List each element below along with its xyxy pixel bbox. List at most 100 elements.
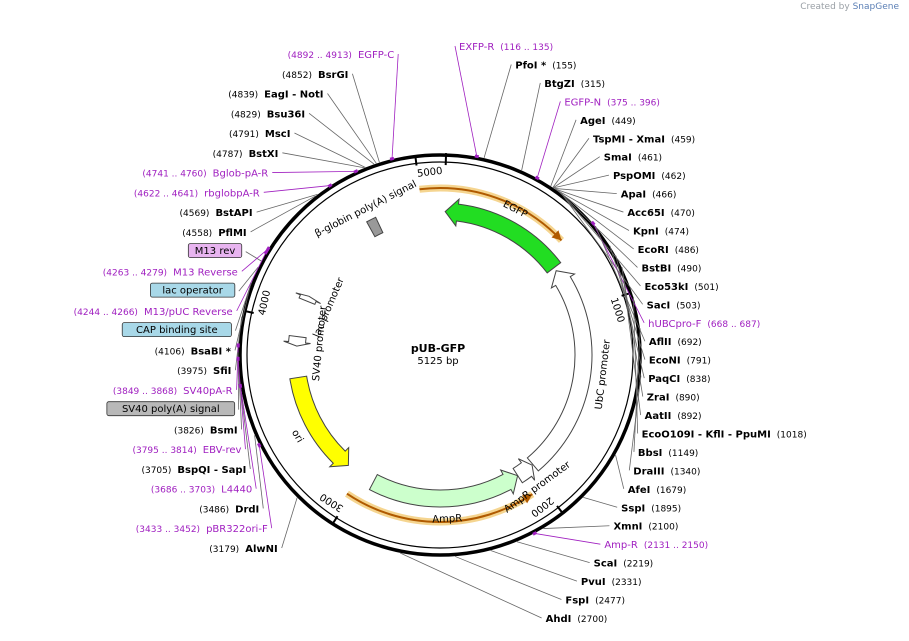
enzyme-site-label: (4787)BstXI xyxy=(213,149,279,160)
feature-box-label-bg xyxy=(150,282,236,298)
leader-line xyxy=(621,267,644,397)
site-name: Bsu36I xyxy=(267,109,305,120)
site-name: DraIII xyxy=(633,466,664,477)
enzyme-site-label: AhdI (2700) xyxy=(546,614,608,625)
site-name: MscI xyxy=(265,129,291,140)
enzyme-site-label: (3486)DrdI xyxy=(199,504,259,515)
site-position: (892) xyxy=(677,412,701,422)
site-name: SacI xyxy=(647,300,671,311)
site-position: (470) xyxy=(671,209,695,219)
site-name: PflMI xyxy=(218,228,246,239)
leader-line xyxy=(550,119,577,187)
site-name: AhdI xyxy=(546,614,572,625)
leader-lines-layer xyxy=(234,45,646,619)
site-position: (1895) xyxy=(651,504,681,514)
site-name: EBV-rev xyxy=(203,445,242,456)
primer-site-label: (4622 .. 4641)rbglobpA-R xyxy=(134,188,260,199)
site-name: BstAPI xyxy=(215,208,252,219)
site-position: (4244 .. 4266) xyxy=(74,308,138,318)
site-position: (503) xyxy=(676,301,700,311)
site-name: EGFP-C xyxy=(358,50,394,61)
feature-arrow-ampr-promoter xyxy=(512,458,536,484)
enzyme-site-label: (4829)Bsu36I xyxy=(231,109,305,120)
primer-site-mark xyxy=(590,220,596,226)
site-name: Amp-R xyxy=(604,540,638,551)
site-name: AlwNI xyxy=(245,544,278,555)
leader-line xyxy=(628,375,642,471)
site-name: SspI xyxy=(621,503,645,514)
leader-line xyxy=(282,152,365,169)
enzyme-site-label: (3826)BsmI xyxy=(174,425,238,436)
leader-line xyxy=(254,435,264,509)
enzyme-site-label: PvuI (2331) xyxy=(581,577,642,588)
feature-box-label: lac operator xyxy=(162,286,223,297)
site-position: (3686 .. 3703) xyxy=(151,486,215,496)
leader-line xyxy=(239,383,251,470)
site-name: PaqCI xyxy=(648,374,680,385)
leader-line xyxy=(234,285,251,351)
leader-line xyxy=(558,191,638,268)
site-position: (2331) xyxy=(612,578,642,588)
site-position: (4852) xyxy=(282,71,312,81)
site-name: rbglobpA-R xyxy=(204,188,260,199)
site-name: Acc65I xyxy=(627,208,664,219)
site-position: (4892 .. 4913) xyxy=(288,51,352,61)
leader-line xyxy=(391,53,399,159)
leader-line xyxy=(490,550,578,582)
enzyme-site-label: AflII(692) xyxy=(649,337,702,348)
site-name: ScaI xyxy=(594,559,618,570)
primer-site-label: hUBCpro-F(668 .. 687) xyxy=(648,319,760,330)
leader-line xyxy=(561,193,644,305)
site-name: BstXI xyxy=(249,149,279,160)
site-name: EcoO109I - KflI - PpuMI xyxy=(642,429,771,440)
site-position: (2131 .. 2150) xyxy=(644,541,708,551)
primer-site-mark xyxy=(263,249,269,255)
site-name: EXFP-R xyxy=(459,42,494,53)
enzyme-site-label: (4106) BsaBI * xyxy=(155,346,232,357)
tick-label: 3000 xyxy=(318,491,345,514)
site-name: EcoNI xyxy=(649,356,681,367)
tick-mark xyxy=(243,309,254,315)
enzyme-site-label: BbsI(1149) xyxy=(638,448,698,459)
primer-site-label: (4244 .. 4266)M13/pUC Reverse xyxy=(74,307,233,318)
enzyme-site-label: (4852)BsrGI xyxy=(282,70,348,81)
site-position: (462) xyxy=(661,172,685,182)
tick-label: 1000 xyxy=(608,297,626,325)
primer-site-mark xyxy=(238,383,243,389)
leader-line xyxy=(552,138,590,188)
site-position: (3433 .. 3452) xyxy=(136,525,200,535)
feature-arrow-lac-promoter xyxy=(295,292,321,305)
site-position: (1340) xyxy=(670,467,700,477)
primer-site-mark xyxy=(534,175,540,181)
site-position: (3826) xyxy=(174,426,204,436)
site-name: EcoRI xyxy=(638,245,669,256)
leader-line xyxy=(554,188,617,195)
enzyme-site-label: BstBI (490) xyxy=(641,263,701,274)
feature-label: ori xyxy=(289,428,305,445)
primer-site-label: (3849 .. 3868)SV40pA-R xyxy=(113,386,233,397)
leader-line xyxy=(399,552,542,619)
primer-arc xyxy=(419,187,563,242)
site-position: (490) xyxy=(677,264,701,274)
leader-line xyxy=(553,156,600,189)
site-name: BsaBI * xyxy=(191,346,232,357)
leader-line xyxy=(250,195,316,233)
site-position: (2700) xyxy=(577,615,607,625)
leader-line xyxy=(483,64,512,158)
enzyme-site-label: EcoO109I - KflI - PpuMI(1018) xyxy=(642,429,807,440)
feature-box-label: M13 rev xyxy=(195,246,236,257)
enzyme-site-label: SacI (503) xyxy=(647,300,701,311)
site-position: (486) xyxy=(675,246,699,256)
enzyme-site-label: XmnI(2100) xyxy=(613,522,678,533)
leader-line xyxy=(595,225,646,342)
feature-box-label-bg xyxy=(121,322,232,338)
site-position: (461) xyxy=(638,154,662,164)
site-name: PvuI xyxy=(581,577,606,588)
feature-arrow-egfp xyxy=(444,197,562,274)
site-name: BtgZI xyxy=(544,79,575,90)
leader-line xyxy=(553,174,610,189)
site-name: BstBI xyxy=(641,263,671,274)
site-name: BspQI - SapI xyxy=(177,465,246,476)
site-position: (4106) xyxy=(155,347,185,357)
site-name: ApaI xyxy=(621,190,646,201)
